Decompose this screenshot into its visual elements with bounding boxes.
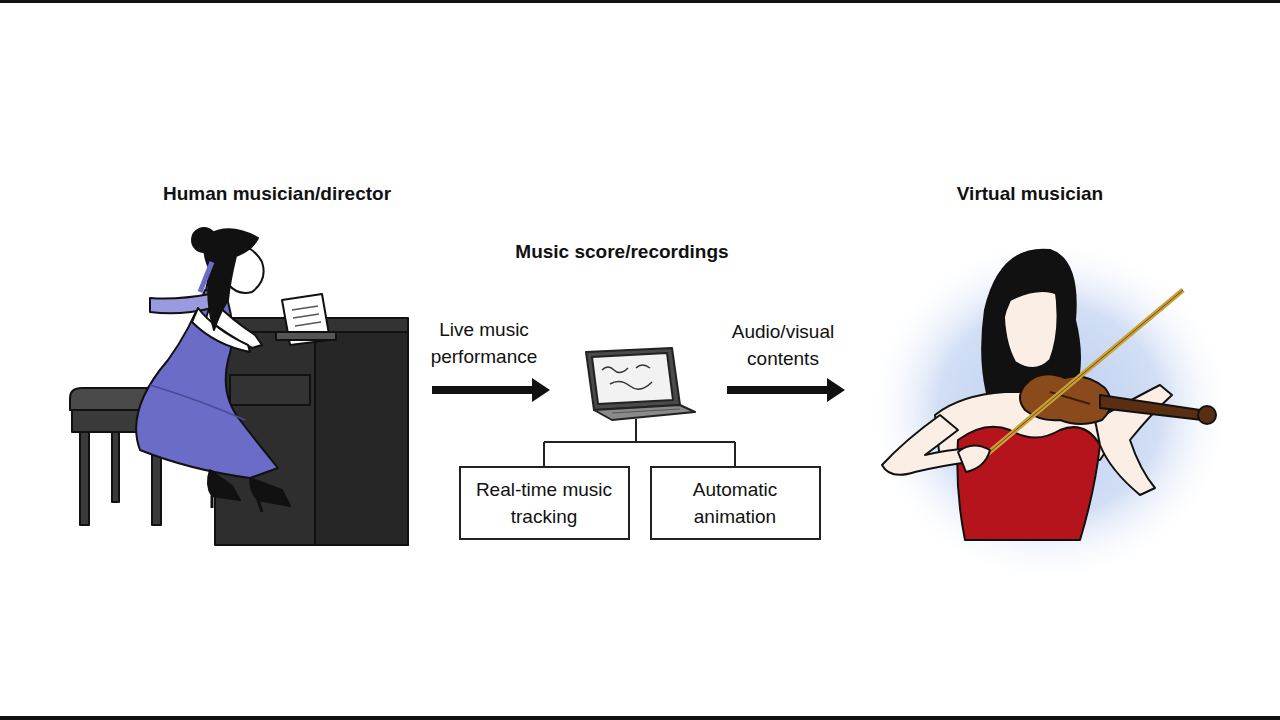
box-text: Real-time music tracking bbox=[474, 476, 614, 530]
process-box: Real-time music tracking bbox=[459, 466, 630, 540]
violinist-figure bbox=[882, 250, 1216, 540]
bottom-bar bbox=[0, 716, 1280, 720]
heading-label: Virtual musician bbox=[880, 180, 1180, 207]
arrow-label: Live music performance bbox=[414, 316, 554, 370]
box-text: Automatic animation bbox=[665, 476, 805, 530]
laptop-icon bbox=[586, 348, 695, 420]
heading-label: Human musician/director bbox=[117, 180, 437, 207]
top-bar bbox=[0, 0, 1280, 3]
arrow-label: Audio/visual contents bbox=[713, 318, 853, 372]
branch-lines bbox=[544, 419, 735, 466]
glow bbox=[865, 235, 1235, 585]
pianist-figure bbox=[70, 228, 408, 545]
heading-label: Music score/recordings bbox=[462, 238, 782, 265]
process-box: Automatic animation bbox=[650, 466, 821, 540]
